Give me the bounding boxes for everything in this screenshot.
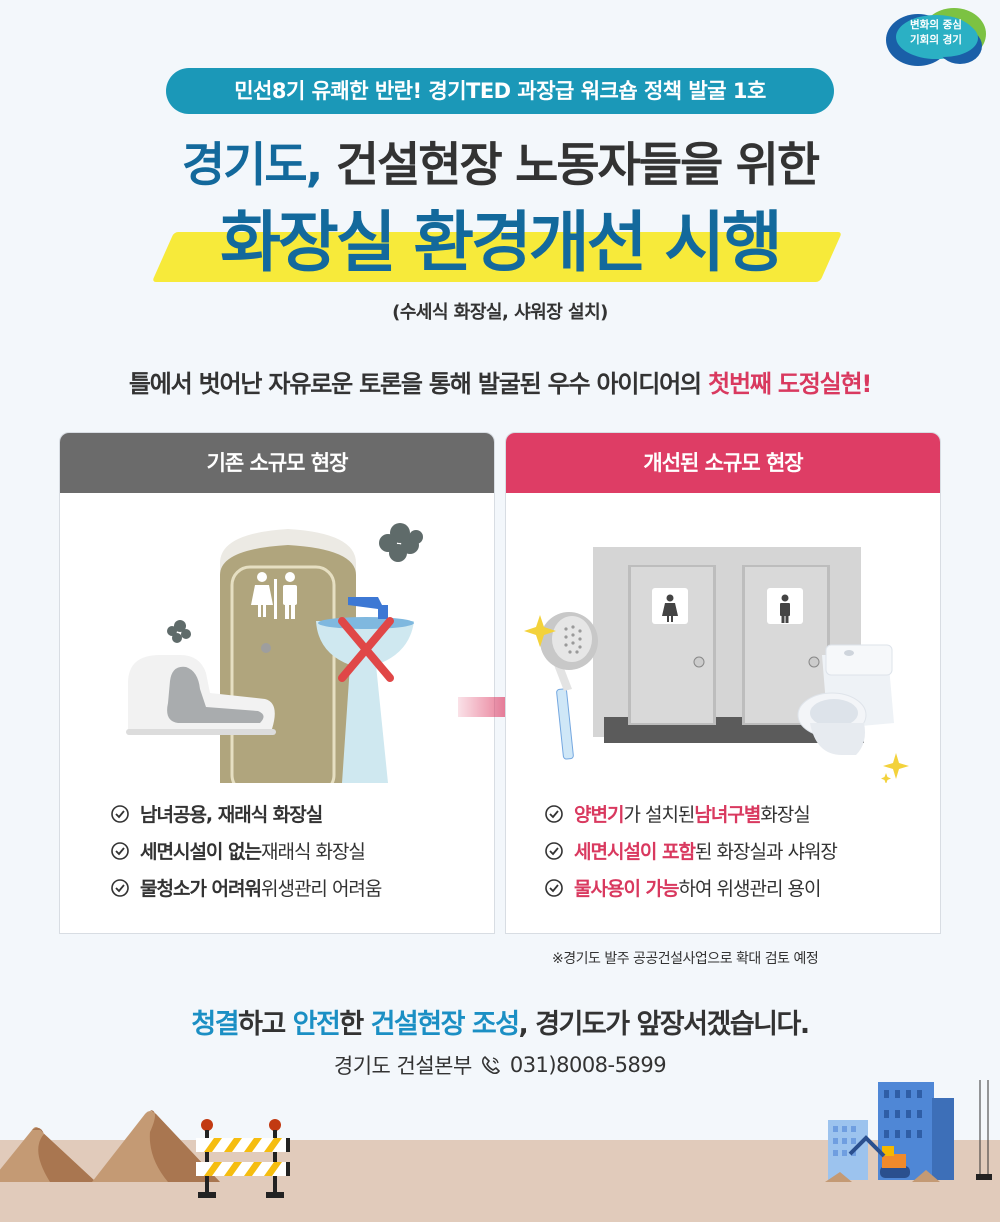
male-sign-icon [780,594,790,623]
check-circle-icon [545,804,563,823]
restroom-sign-icon [251,572,297,619]
headline-subtitle: (수세식 화장실, 샤워장 설치) [392,302,608,323]
logo-line1: 변화의 중심 [910,19,962,31]
check-circle-icon [545,878,563,897]
phone-icon [481,1055,500,1075]
workshop-banner: 민선8기 유쾌한 반란! 경기TED 과장급 워크숍 정책 발굴 1호 [166,68,834,114]
phone-number: 031)8008-5899 [509,1053,667,1077]
gyeonggi-slogan-logo: 변화의 중심 기회의 경기 [884,4,988,70]
before-card-title: 기존 소규모 현장 [60,433,494,493]
after-card: 개선된 소규모 현장 [505,432,941,934]
tagline-text: 틀에서 벗어난 자유로운 토론을 통해 발굴된 우수 아이디어의 [128,370,709,398]
before-checklist: 남녀공용, 재래식 화장실 세면시설이 없는 재래식 화장실 물청소가 어려워 … [110,795,382,906]
headline-line2: 화장실 환경개선 시행 [220,204,782,281]
construction-scene-illustration [0,1080,992,1198]
odor-cloud-icon [167,523,423,643]
check-circle-icon [111,841,129,860]
sparkle-icon [524,615,909,783]
not-available-x-icon [338,617,394,682]
building-icon [828,1082,954,1180]
improved-restroom-illustration [524,547,909,783]
excavator-icon [848,1135,910,1178]
road-barricade-icon [196,1119,290,1198]
headline-gyeonggi: 경기도, [181,138,324,193]
check-circle-icon [111,878,129,897]
logo-blob-icon [886,8,986,66]
after-card-title: 개선된 소규모 현장 [506,433,940,493]
before-item: 물청소가 어려워 위생관리 어려움 [110,869,382,906]
western-toilet-icon [797,644,894,755]
headline-rest: 건설현장 노동자들을 위한 [321,138,820,193]
headline-line1: 경기도, 건설현장 노동자들을 위한 [0,132,1000,200]
closing-statement: 청결하고 안전한 건설현장 조성, 경기도가 앞장서겠습니다. [191,1009,810,1040]
contact-info: 경기도 건설본부 031)8008-5899 [0,1050,1000,1080]
female-sign-icon [662,594,678,622]
tagline: 틀에서 벗어난 자유로운 토론을 통해 발굴된 우수 아이디어의 첫번째 도정실… [0,364,1000,399]
logo-line2: 기회의 경기 [910,34,962,46]
before-item: 남녀공용, 재래식 화장실 [110,795,381,832]
sand-pile-icon [0,1110,220,1182]
check-circle-icon [111,804,129,823]
before-item: 세면시설이 없는 재래식 화장실 [110,832,381,869]
before-card: 기존 소규모 현장 [59,432,495,934]
department-name: 경기도 건설본부 [333,1054,472,1078]
shower-head-icon [540,612,598,760]
expansion-note: ※경기도 발주 공공건설사업으로 확대 검토 예정 [552,951,819,967]
tagline-highlight: 첫번째 도정실현! [708,370,872,398]
portable-toilet-illustration [126,523,423,783]
check-circle-icon [545,841,563,860]
